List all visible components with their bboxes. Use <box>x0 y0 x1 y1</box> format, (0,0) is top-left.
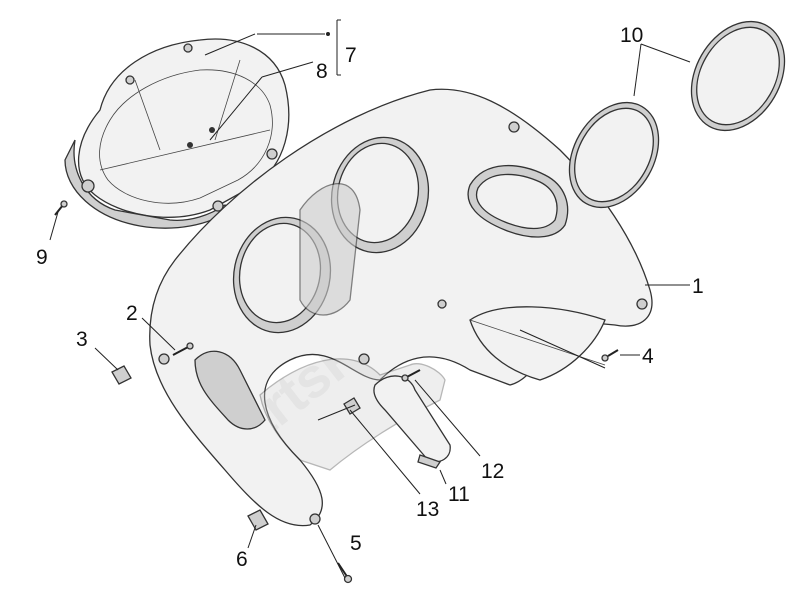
callout-6: 6 <box>236 548 248 571</box>
callout-13: 13 <box>416 498 439 521</box>
screw-part-2 <box>172 342 194 356</box>
callout-2: 2 <box>126 302 138 325</box>
leader-lines <box>49 19 691 579</box>
callout-10: 10 <box>620 24 643 47</box>
screw-part-12 <box>401 369 421 382</box>
callout-8: 8 <box>316 60 328 83</box>
instrument-cluster-part <box>64 38 290 229</box>
callout-5: 5 <box>350 532 362 555</box>
callout-4: 4 <box>642 345 654 368</box>
callout-7: 7 <box>345 44 357 67</box>
callout-9: 9 <box>36 246 48 269</box>
screw-part-9 <box>54 200 68 216</box>
lens-ring-small-part <box>568 101 660 209</box>
lens-ring-large-part <box>690 20 786 132</box>
callout-12: 12 <box>481 460 504 483</box>
screw-part-5 <box>337 562 353 584</box>
dashboard-cowl-part <box>149 88 653 527</box>
callout-11: 11 <box>448 483 470 506</box>
clip-part-3 <box>111 365 132 385</box>
small-flap-part <box>373 375 451 469</box>
clip-part-6 <box>247 509 269 531</box>
callout-1: 1 <box>692 275 704 298</box>
callout-labels: 1 2 3 4 5 6 7 8 9 10 11 12 13 <box>36 24 704 571</box>
screw-part-4 <box>601 349 619 362</box>
callout-3: 3 <box>76 328 88 351</box>
